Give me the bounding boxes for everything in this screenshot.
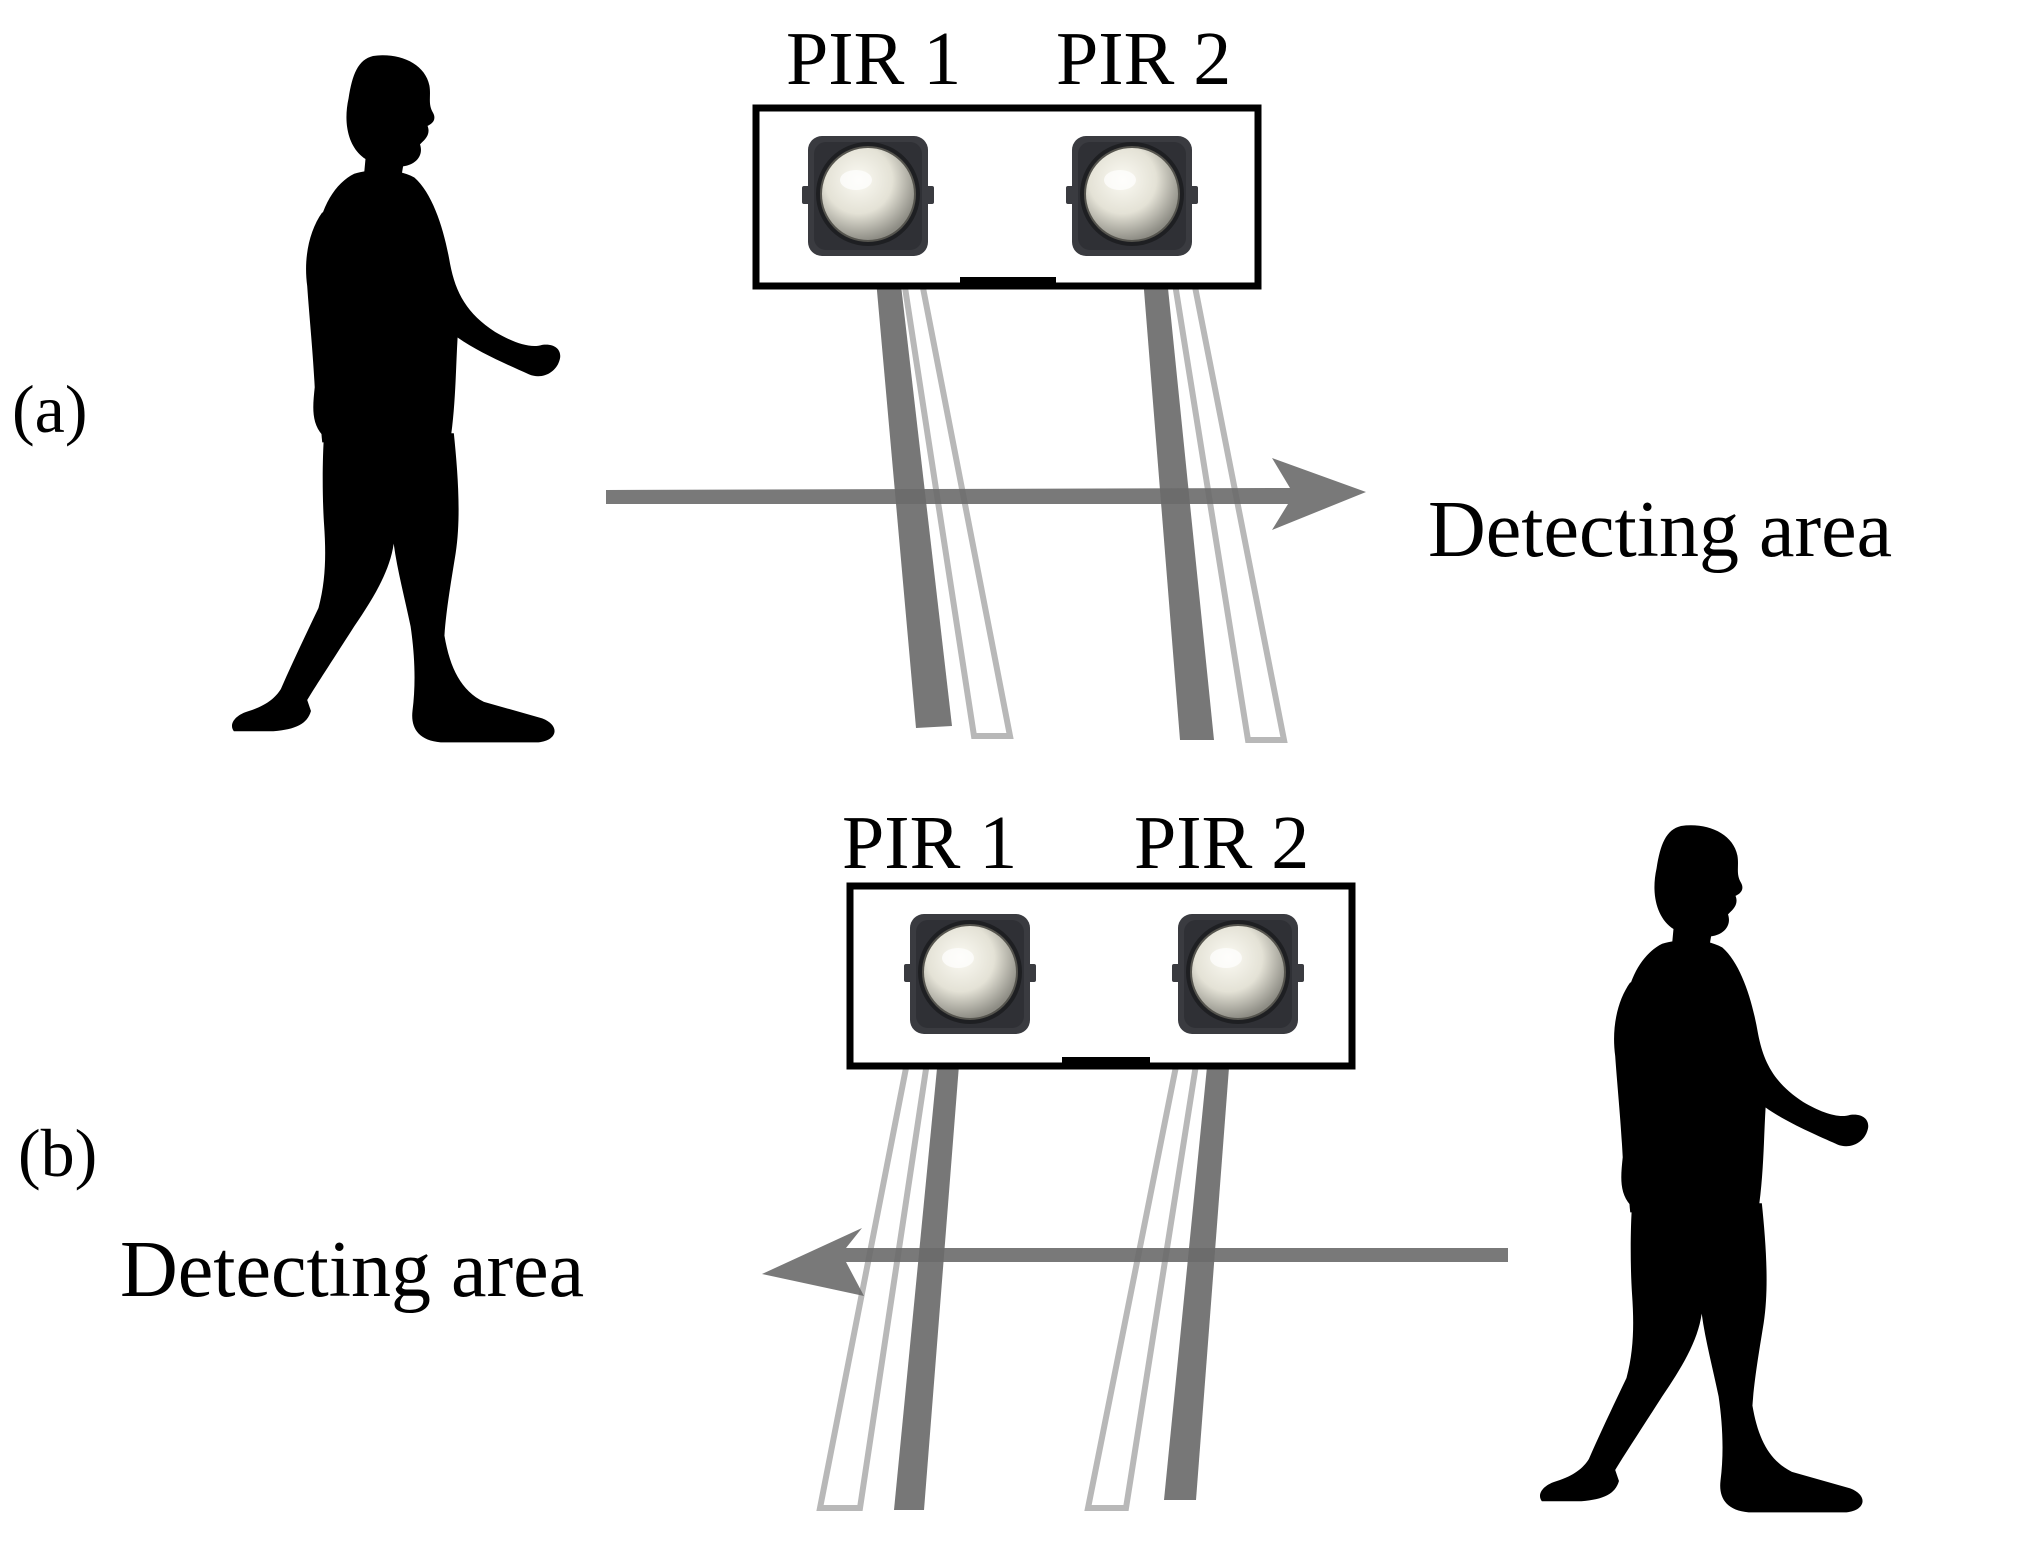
pir-1-sensor-icon (801, 135, 935, 257)
person-silhouette-icon (1539, 825, 1869, 1513)
direction-arrow-left (762, 1228, 1508, 1296)
pir-1-label: PIR 1 (842, 801, 1017, 885)
direction-arrow-right (606, 458, 1366, 530)
pir-1-label: PIR 1 (786, 17, 961, 101)
person-silhouette-icon (231, 55, 561, 743)
panel-b: (b) PIR 1 PIR 2 Detecting area (18, 801, 1869, 1513)
detecting-area-label: Detecting area (1428, 486, 1892, 574)
pir-2-label: PIR 2 (1056, 17, 1231, 101)
pir-2-sensor-icon (1171, 913, 1305, 1035)
pir-2-sensor-icon (1065, 135, 1199, 257)
pir-2-label: PIR 2 (1134, 801, 1309, 885)
pir-sensor-board (846, 882, 1356, 1070)
panel-a: (a) PIR 1 PIR 2 Detecting area (12, 17, 1892, 743)
pir-1-sensor-icon (903, 913, 1037, 1035)
panel-a-label: (a) (12, 371, 87, 447)
pir-sensor-board (752, 104, 1262, 290)
detecting-area-label: Detecting area (120, 1226, 584, 1314)
panel-b-label: (b) (18, 1115, 97, 1191)
